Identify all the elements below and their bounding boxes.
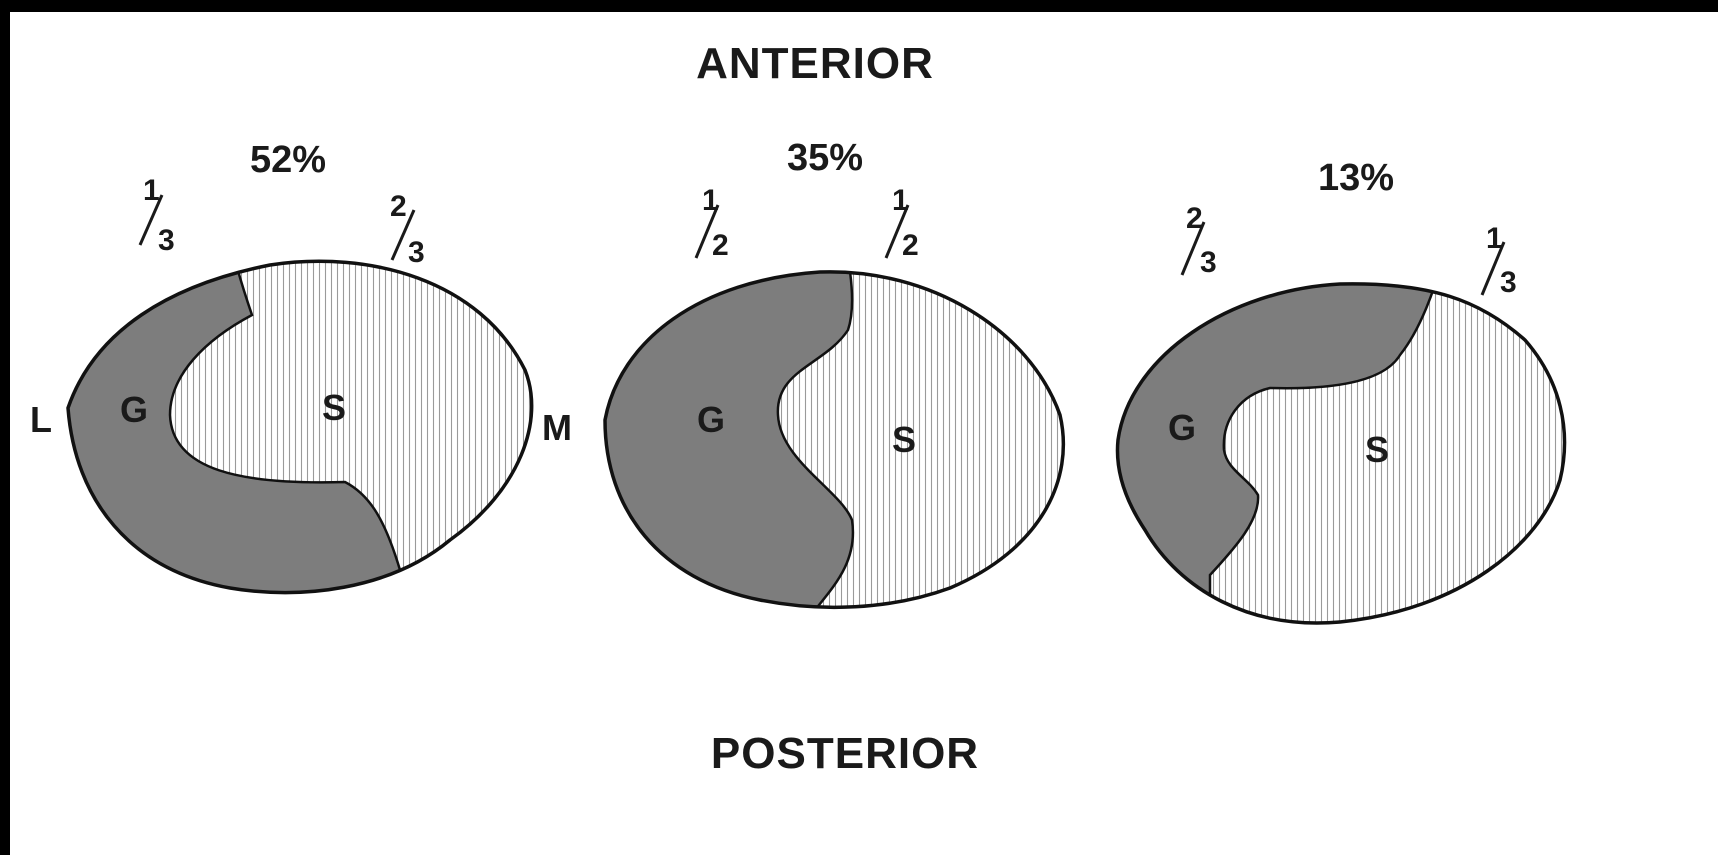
percent-label: 13%: [1318, 157, 1394, 199]
gray-label: G: [120, 389, 148, 430]
lateral-label: L: [30, 399, 52, 440]
hatched-label: S: [892, 419, 916, 460]
hatched-label: S: [1365, 429, 1389, 470]
gray-label: G: [697, 399, 725, 440]
anterior-label: ANTERIOR: [696, 39, 934, 88]
svg-text:3: 3: [1200, 246, 1217, 279]
svg-text:2: 2: [902, 229, 919, 262]
svg-text:3: 3: [408, 236, 425, 269]
hatched-label: S: [322, 387, 346, 428]
percent-label: 35%: [787, 137, 863, 179]
medial-label: M: [542, 407, 572, 448]
percent-label: 52%: [250, 139, 326, 181]
svg-text:1: 1: [143, 174, 160, 207]
svg-text:2: 2: [712, 229, 729, 262]
svg-text:2: 2: [390, 190, 407, 223]
posterior-label: POSTERIOR: [711, 729, 979, 778]
svg-text:3: 3: [158, 224, 175, 257]
svg-text:3: 3: [1500, 266, 1517, 299]
gray-label: G: [1168, 407, 1196, 448]
